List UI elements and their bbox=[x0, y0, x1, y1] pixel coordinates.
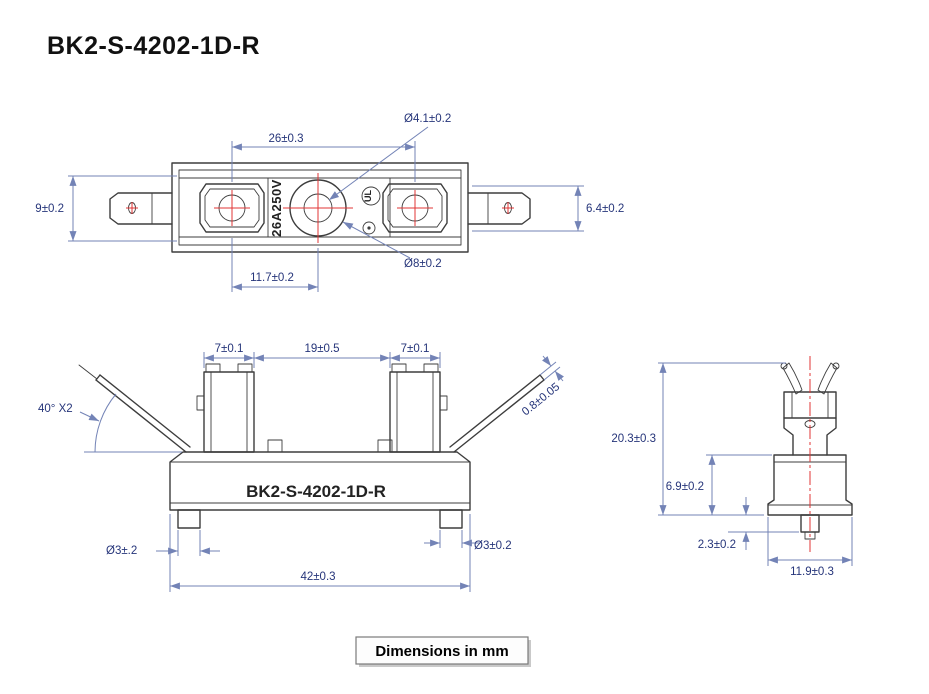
top-view-centerlines bbox=[126, 173, 514, 243]
dim-wing-angle: 40° X2 bbox=[38, 403, 73, 415]
dim-clip-width-right: 7±0.1 bbox=[401, 343, 430, 355]
dim-big-hole: Ø8±0.2 bbox=[404, 258, 442, 270]
dim-height-left: 9±0.2 bbox=[35, 203, 64, 215]
units-note: Dimensions in mm bbox=[375, 643, 508, 660]
side-view: 20.3±0.3 6.9±0.2 2.3±0.2 11.9±0.3 bbox=[611, 356, 853, 578]
front-view-dimensions: 7±0.1 19±0.5 7±0.1 40° X2 0.8±0.05 Ø3±.2 bbox=[38, 343, 564, 592]
front-view-outline bbox=[78, 363, 545, 529]
note-box bbox=[355, 636, 529, 665]
dim-base-height: 6.9±0.2 bbox=[666, 481, 704, 493]
dim-foot-right: Ø3±0.2 bbox=[474, 540, 512, 552]
footer-note: Dimensions in mm bbox=[355, 636, 531, 667]
cert-mark-icon bbox=[362, 221, 376, 235]
top-view-outline bbox=[109, 162, 531, 253]
top-view-dimensions: 26±0.3 Ø4.1±0.2 Ø8±0.2 9±0.2 6.4±0.2 11.… bbox=[35, 113, 624, 292]
part-number-label: BK2-S-4202-1D-R bbox=[246, 482, 386, 501]
top-view: UL 26A250V 26±0.3 Ø4.1±0.2 Ø8±0.2 bbox=[35, 113, 624, 292]
dim-center-offset: 11.7±0.2 bbox=[250, 272, 294, 284]
ul-mark-label: UL bbox=[363, 190, 373, 202]
page-title: BK2-S-4202-1D-R bbox=[47, 32, 260, 60]
side-view-dimensions: 20.3±0.3 6.9±0.2 2.3±0.2 11.9±0.3 bbox=[611, 362, 853, 578]
dim-overall-depth: 11.9±0.3 bbox=[790, 566, 834, 578]
ul-logo-ring bbox=[361, 186, 381, 206]
dim-overall-width: 42±0.3 bbox=[300, 571, 335, 583]
dim-clip-width-left: 7±0.1 bbox=[215, 343, 244, 355]
rating-label: 26A250V bbox=[269, 179, 284, 237]
dim-pin-length: 2.3±0.2 bbox=[698, 539, 736, 551]
dim-clip-span: 26±0.3 bbox=[268, 133, 303, 145]
dim-clip-gap: 19±0.5 bbox=[304, 343, 339, 355]
dim-overall-height: 20.3±0.3 bbox=[611, 433, 656, 445]
dim-height-right: 6.4±0.2 bbox=[586, 203, 624, 215]
front-view: BK2-S-4202-1D-R 7±0.1 19±0.5 7±0.1 40° X… bbox=[38, 343, 564, 592]
dim-foot-left: Ø3±.2 bbox=[106, 545, 137, 557]
dim-mount-hole: Ø4.1±0.2 bbox=[404, 113, 451, 125]
